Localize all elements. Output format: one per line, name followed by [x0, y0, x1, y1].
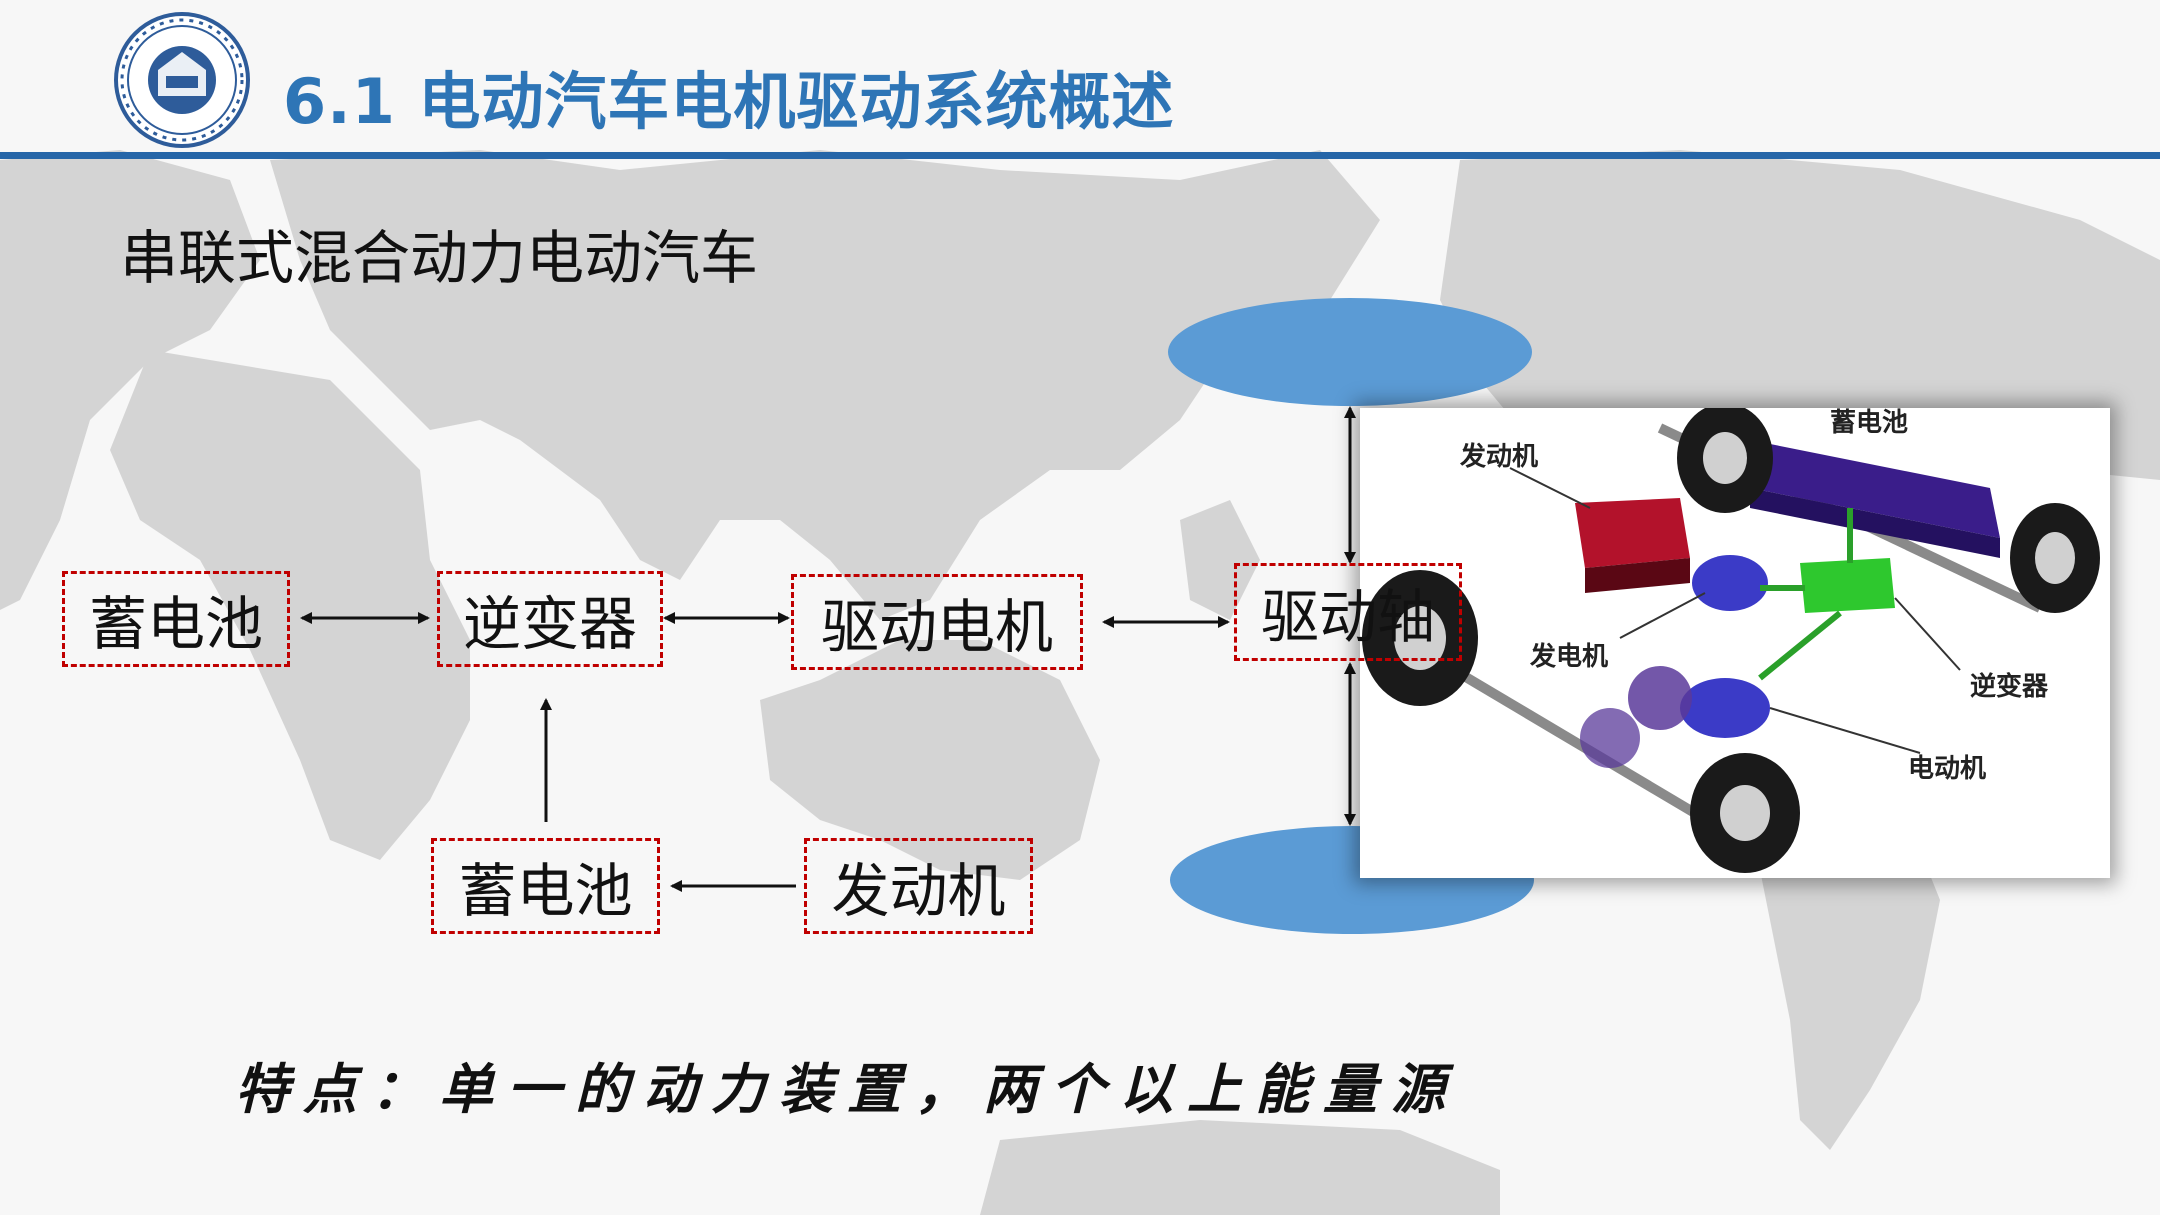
photo-label-engine: 发动机 — [1460, 442, 1539, 472]
diagram-subtitle: 串联式混合动力电动汽车 — [120, 224, 759, 292]
page-title: 6.1 电动汽车电机驱动系统概述 — [283, 65, 1175, 138]
wheel-top-ellipse — [1168, 298, 1532, 406]
node-engine: 发动机 — [804, 838, 1033, 934]
photo-label-inverter: 逆变器 — [1970, 672, 2049, 702]
node-battery-bottom: 蓄电池 — [431, 838, 660, 934]
drivetrain-illustration — [1362, 408, 2100, 873]
photo-label-generator: 发电机 — [1530, 642, 1609, 672]
drivetrain-photo: 蓄电池 发动机 发电机 逆变器 电动机 — [1360, 408, 2110, 878]
feature-summary: 特点：单一的动力装置，两个以上能量源 — [235, 1057, 1459, 1121]
title-underline — [0, 152, 2160, 159]
node-battery-top: 蓄电池 — [62, 571, 290, 667]
photo-label-battery: 蓄电池 — [1830, 408, 1909, 438]
node-inverter: 逆变器 — [437, 571, 663, 667]
node-drive-shaft: 驱动轴 — [1234, 563, 1462, 661]
photo-label-motor: 电动机 — [1908, 754, 1987, 784]
university-logo — [114, 12, 250, 148]
node-drive-motor: 驱动电机 — [791, 574, 1083, 670]
